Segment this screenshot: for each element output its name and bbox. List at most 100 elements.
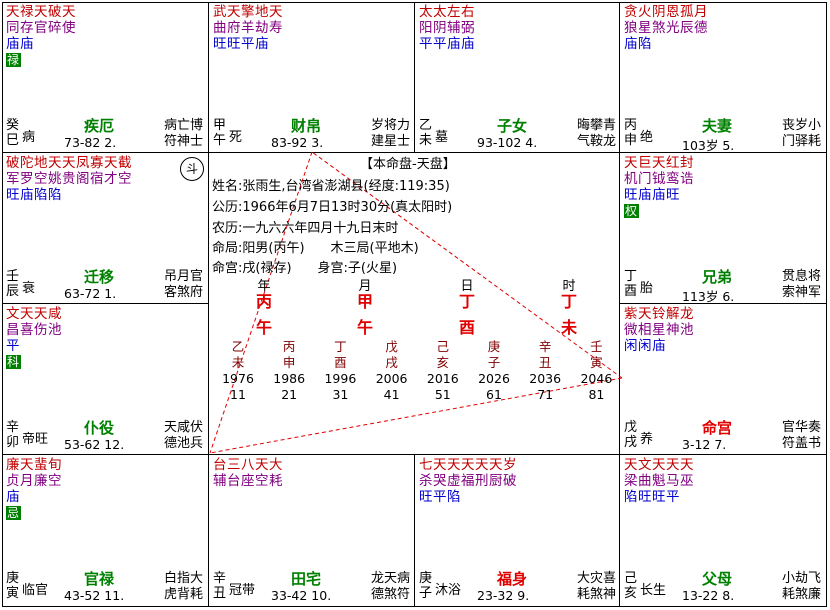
decade-year: 1976 bbox=[222, 371, 254, 386]
info-value: 戌(禄存) 身宫:子(火星) bbox=[242, 261, 398, 276]
pillar-label-day: 日 bbox=[460, 279, 474, 294]
ganzhi: 丁酉 bbox=[624, 269, 637, 299]
changsheng-phase: 死 bbox=[229, 130, 243, 145]
main-stars: 贪火阴恩孤月 bbox=[624, 4, 708, 20]
decade-stem: 戊 bbox=[385, 339, 398, 354]
heavenly-stem: 辛 bbox=[213, 571, 227, 586]
minor-gods: 龙天病德煞符 bbox=[371, 571, 410, 603]
earthly-branch: 子 bbox=[419, 586, 433, 601]
minor-stars: 机门钺鸾诰 bbox=[624, 171, 694, 187]
decade-stem: 辛 bbox=[538, 339, 552, 354]
decade-branch: 未 bbox=[231, 355, 245, 370]
gods-bottom: 客煞府 bbox=[163, 285, 203, 300]
pillar-branch: 午 bbox=[356, 318, 373, 337]
gods-top: 病亡博 bbox=[163, 118, 203, 133]
minor-gods: 大灾喜耗煞神 bbox=[577, 571, 616, 603]
info-line-ju: 命局:阳男(丙午) 木三局(平地木) bbox=[212, 237, 419, 256]
gods-top: 官华奏 bbox=[781, 420, 821, 435]
decade-year: 2046 bbox=[580, 371, 613, 386]
heavenly-stem: 庚 bbox=[419, 571, 433, 586]
minor-stars: 贞月廉空 bbox=[6, 473, 62, 489]
main-stars: 破陀地天天凤寡天截 bbox=[6, 155, 132, 171]
gods-bottom: 德煞符 bbox=[370, 587, 410, 602]
decade-branch: 戌 bbox=[385, 355, 398, 370]
info-value: 张雨生,台湾省澎湖县(经度:119:35) bbox=[242, 179, 450, 194]
decade-stem: 丁 bbox=[334, 339, 347, 354]
gods-top: 天咸伏 bbox=[163, 420, 203, 435]
dou-jun-mark: 斗 bbox=[180, 157, 204, 181]
earthly-branch: 未 bbox=[419, 133, 433, 148]
palace-name: 迁移 bbox=[84, 268, 115, 286]
gods-top: 贯息将 bbox=[781, 269, 821, 284]
decade-year: 2036 bbox=[529, 371, 562, 386]
heavenly-stem: 壬 bbox=[6, 269, 20, 284]
decade-age: 51 bbox=[434, 387, 451, 402]
palace-name: 兄弟 bbox=[702, 268, 733, 286]
decade-age: 31 bbox=[332, 387, 349, 402]
star-list: 文天天咸昌喜伤池平科 bbox=[6, 306, 62, 370]
minor-gods: 贯息将索神军 bbox=[782, 269, 821, 301]
gods-top: 小劫飞 bbox=[781, 571, 821, 586]
heavenly-stem: 丁 bbox=[624, 269, 638, 284]
main-stars: 紫天铃解龙 bbox=[624, 306, 694, 322]
age-range: 93-102 4. bbox=[477, 135, 538, 150]
gods-bottom: 德池兵 bbox=[163, 436, 203, 451]
info-line-name: 姓名:张雨生,台湾省澎湖县(经度:119:35) bbox=[212, 175, 450, 194]
earthly-branch: 卯 bbox=[6, 435, 20, 450]
age-range: 83-92 3. bbox=[271, 135, 324, 150]
info-label: 姓名: bbox=[212, 179, 243, 194]
changsheng-phase: 病 bbox=[22, 130, 36, 145]
pillar-branch: 午 bbox=[255, 318, 272, 337]
star-list: 紫天铃解龙微相星神池闲闲庙 bbox=[624, 306, 694, 354]
minor-gods: 吊月官客煞府 bbox=[164, 269, 203, 301]
center-info-panel: 【本命盘-天盘】 姓名:张雨生,台湾省澎湖县(经度:119:35) 公历:196… bbox=[212, 153, 620, 453]
decade-age: 71 bbox=[537, 387, 554, 402]
main-stars: 武天擎地天 bbox=[213, 4, 283, 20]
main-stars: 太太左右 bbox=[419, 4, 475, 20]
ganzhi: 癸巳 bbox=[6, 118, 19, 148]
decade-stem: 庚 bbox=[487, 339, 501, 354]
minor-stars: 辅台座空耗 bbox=[213, 473, 283, 489]
ganzhi: 丙申 bbox=[624, 118, 637, 148]
changsheng-phase: 冠带 bbox=[229, 583, 256, 598]
ganzhi: 乙未 bbox=[419, 118, 432, 148]
palace-name: 子女 bbox=[497, 117, 528, 135]
ganzhi: 己亥 bbox=[624, 571, 637, 601]
star-brightness: 庙 bbox=[6, 489, 20, 505]
info-line-lunar: 农历:一九六六年四月十九日末时 bbox=[212, 217, 398, 236]
main-stars: 廉天蜚旬 bbox=[6, 457, 62, 473]
minor-stars: 阳阴辅弼 bbox=[419, 20, 475, 36]
earthly-branch: 寅 bbox=[6, 586, 20, 601]
decade-stem: 丙 bbox=[282, 339, 296, 354]
ganzhi: 庚子 bbox=[419, 571, 432, 601]
minor-gods: 岁将力建星士 bbox=[371, 118, 410, 150]
ganzhi: 甲午 bbox=[213, 118, 226, 148]
changsheng-phase: 绝 bbox=[640, 130, 654, 145]
decade-year: 2006 bbox=[375, 371, 408, 386]
changsheng-phase: 长生 bbox=[640, 583, 667, 598]
info-label: 命宫: bbox=[212, 261, 243, 276]
palace-name: 仆役 bbox=[84, 419, 115, 437]
heavenly-stem: 戊 bbox=[624, 420, 638, 435]
decade-branch: 子 bbox=[487, 355, 501, 370]
age-range: 63-72 1. bbox=[64, 286, 117, 301]
info-line-minggong: 命宫:戌(禄存) 身宫:子(火星) bbox=[212, 257, 397, 276]
main-stars: 台三八天大 bbox=[213, 457, 283, 473]
info-value: 阳男(丙午) 木三局(平地木) bbox=[242, 241, 419, 256]
pillar-hour: 丁未 bbox=[554, 289, 584, 341]
earthly-branch: 申 bbox=[624, 133, 638, 148]
ganzhi: 壬辰 bbox=[6, 269, 19, 299]
center-title: 【本命盘-天盘】 bbox=[360, 157, 456, 172]
pillar-month: 甲午 bbox=[350, 289, 380, 341]
minor-stars: 狼星煞光辰德 bbox=[624, 20, 708, 36]
gods-top: 吊月官 bbox=[163, 269, 203, 284]
ganzhi: 庚寅 bbox=[6, 571, 19, 601]
age-range: 3-12 7. bbox=[682, 437, 727, 452]
